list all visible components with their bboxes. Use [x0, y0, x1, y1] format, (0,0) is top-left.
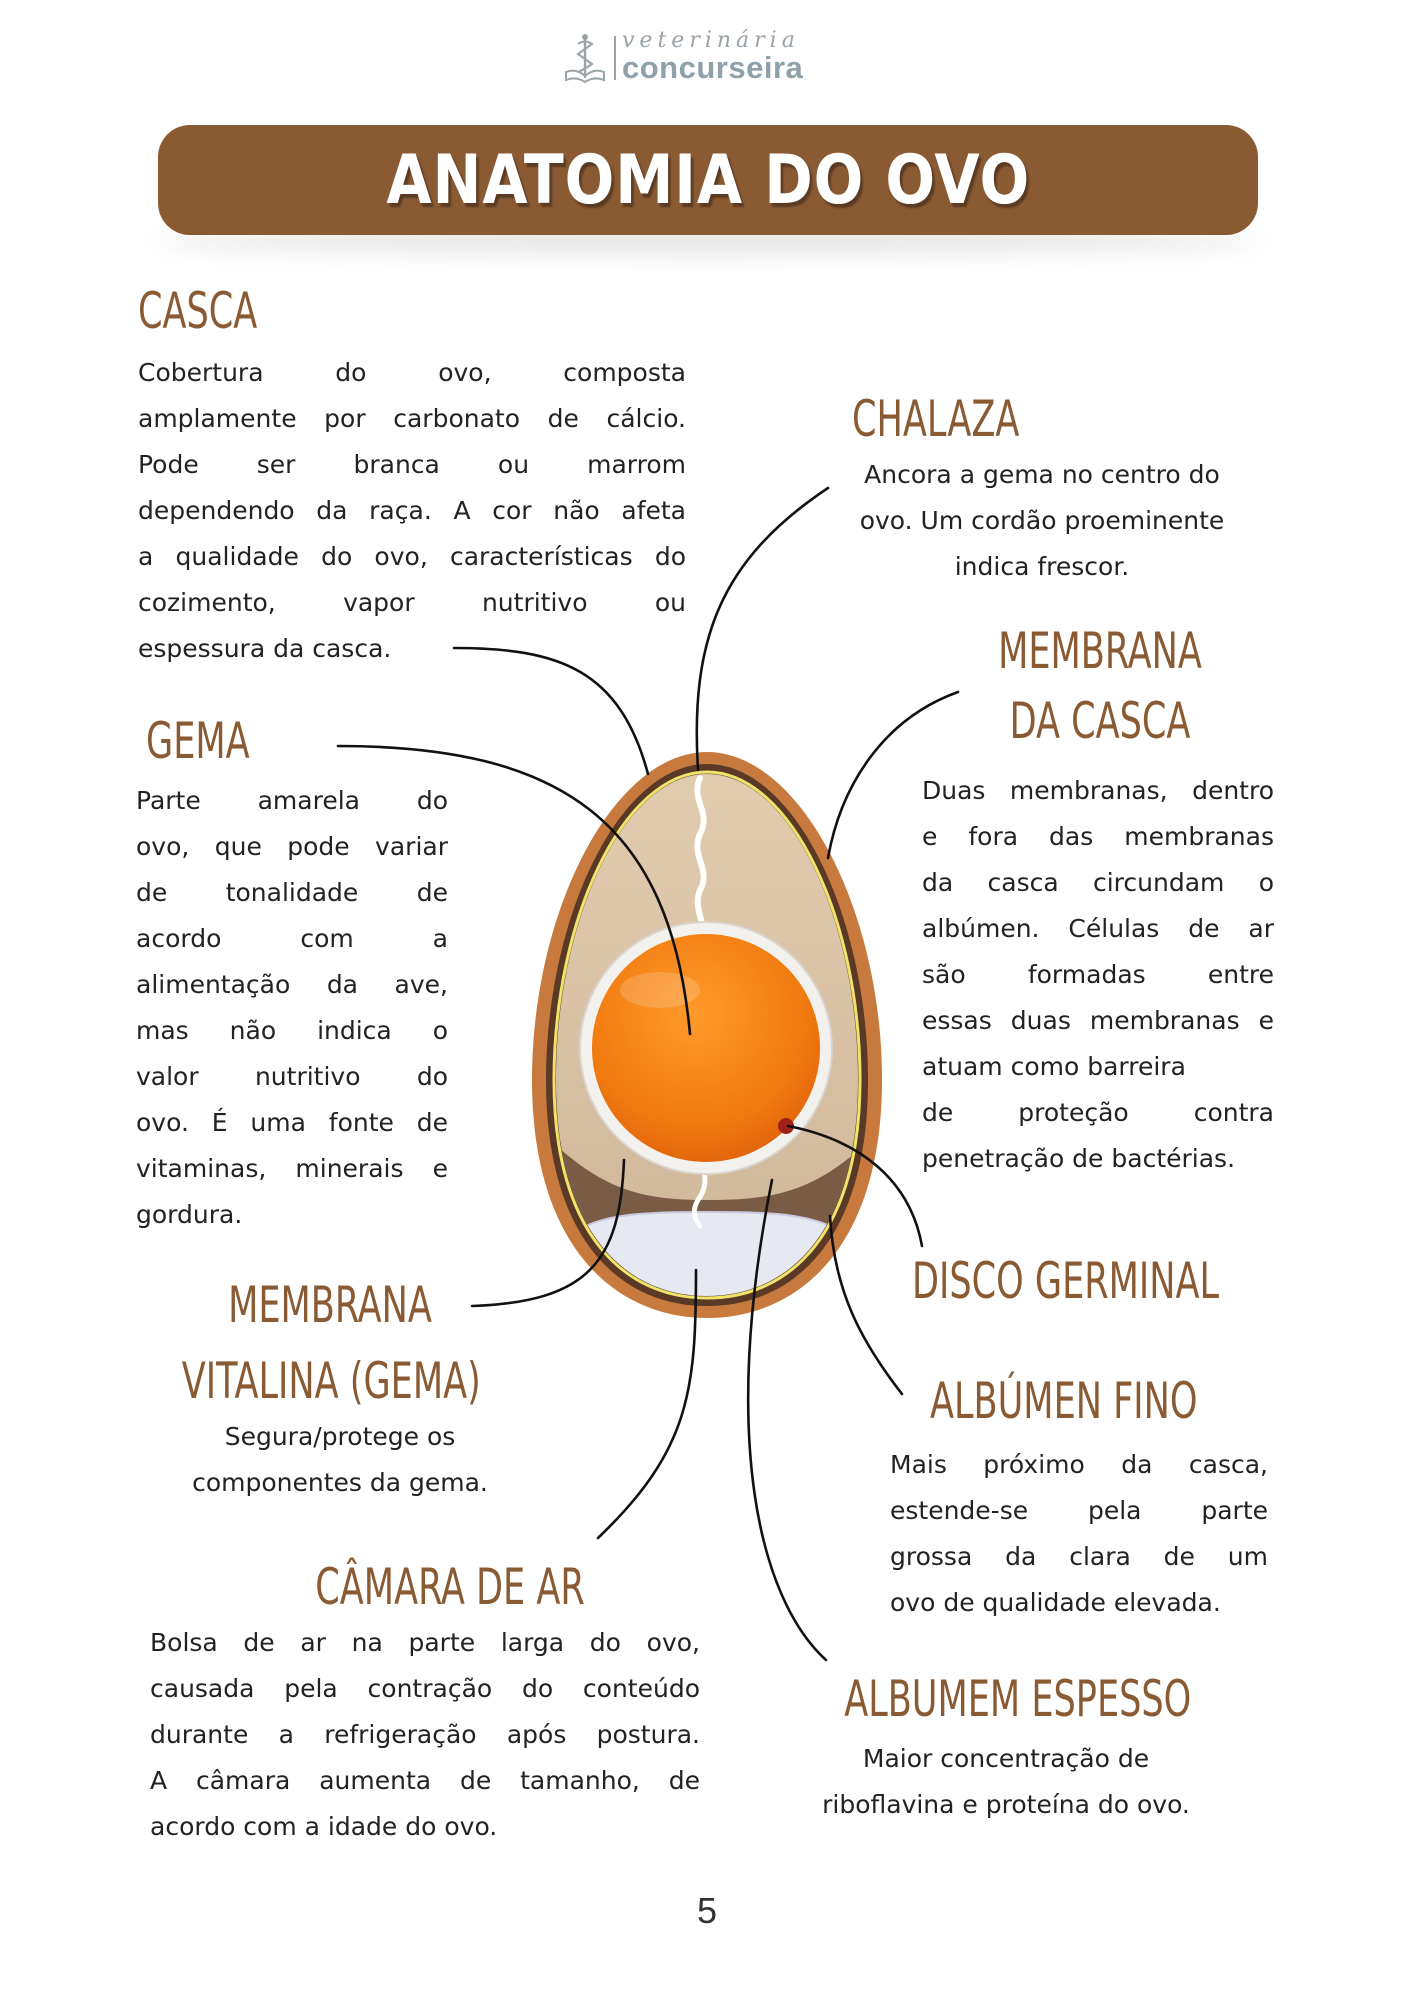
vet-caduceus-icon: [565, 34, 605, 84]
leader-albumem-espesso: [746, 1178, 828, 1662]
membrana-casca-line-6: essas duas membranas e: [922, 1006, 1274, 1035]
heading-gema: GEMA: [146, 712, 250, 770]
membrana-casca-line-1: Duas membranas, dentro: [922, 776, 1274, 805]
title-banner: ANATOMIA DO OVO: [158, 125, 1258, 235]
shell-membrane: [552, 770, 862, 1300]
leader-camara-ar: [596, 1268, 698, 1540]
gema-line-2: ovo, que pode variar: [136, 832, 448, 861]
albumen-fino-line-2: estende-se pela parte: [890, 1496, 1268, 1525]
heading-camara-ar: CÂMARA DE AR: [315, 1558, 585, 1616]
gema-line-6: mas não indica o: [136, 1016, 448, 1045]
text-chalaza: Ancora a gema no centro do ovo. Um cordã…: [842, 452, 1242, 590]
leader-lines: [336, 486, 960, 1662]
casca-line-4: dependendo da raça. A cor não afeta: [138, 496, 686, 525]
chalaza-line-2: ovo. Um cordão proeminente: [859, 506, 1225, 535]
gema-line-8: ovo. É uma fonte de: [136, 1108, 448, 1137]
text-membrana-casca: Duas membranas, dentro e fora das membra…: [922, 768, 1274, 1182]
germinal-disc: [778, 1118, 794, 1134]
camara-ar-line-2: causada pela contração do conteúdo: [150, 1674, 700, 1703]
brand-script: veterinária: [622, 28, 800, 53]
casca-line-6: cozimento, vapor nutritivo ou: [138, 588, 686, 617]
page-number: 5: [696, 1890, 718, 1931]
heading-casca: CASCA: [138, 282, 258, 340]
heading-vitalina-1: MEMBRANA: [228, 1276, 432, 1334]
brand-logo: veterinária concurseira: [558, 28, 858, 90]
casca-line-1: Cobertura do ovo, composta: [138, 358, 686, 387]
page-title: ANATOMIA DO OVO: [386, 140, 1030, 220]
gema-line-3: de tonalidade de: [136, 878, 448, 907]
membrana-casca-line-8: de proteção contra: [922, 1098, 1274, 1127]
leader-membrana-casca: [826, 690, 960, 860]
leader-gema: [336, 744, 692, 1036]
leader-albumen-fino: [828, 1214, 904, 1396]
text-casca: Cobertura do ovo, composta amplamente po…: [138, 350, 686, 672]
chalaza-line-1: Ancora a gema no centro do: [864, 460, 1220, 489]
heading-membrana-casca-2: DA CASCA: [1009, 692, 1191, 750]
casca-line-7: espessura da casca.: [138, 634, 392, 663]
membrana-casca-line-9: penetração de bactérias.: [922, 1144, 1236, 1173]
heading-disco-germinal: DISCO GERMINAL: [912, 1252, 1220, 1310]
vitalina-line-1: Segura/protege os: [224, 1422, 456, 1451]
text-gema: Parte amarela do ovo, que pode variar de…: [136, 778, 448, 1238]
leader-vitalina: [470, 1158, 626, 1308]
membrana-casca-line-5: são formadas entre: [922, 960, 1274, 989]
gema-line-5: alimentação da ave,: [136, 970, 448, 999]
brand-word: concurseira: [622, 50, 804, 85]
camara-ar-line-5: acordo com a idade do ovo.: [150, 1812, 498, 1841]
leader-disco-germinal: [786, 1124, 924, 1248]
leader-casca: [452, 646, 650, 776]
heading-albumem-espesso: ALBUMEM ESPESSO: [844, 1670, 1192, 1728]
text-camara-ar: Bolsa de ar na parte larga do ovo, causa…: [150, 1620, 700, 1850]
membrana-casca-line-4: albúmen. Células de ar: [922, 914, 1274, 943]
membrana-casca-line-7: atuam como barreira: [922, 1052, 1186, 1081]
yolk: [592, 934, 820, 1162]
casca-line-3: Pode ser branca ou marrom: [138, 450, 686, 479]
albumem-espesso-line-1: Maior concentração de: [862, 1744, 1150, 1773]
text-albumen-fino: Mais próximo da casca, estende-se pela p…: [890, 1442, 1268, 1626]
albumen-fino-line-3: grossa da clara de um: [890, 1542, 1268, 1571]
logo-separator: [614, 36, 616, 80]
heading-chalaza: CHALAZA: [852, 390, 1020, 448]
text-vitalina: Segura/protege os componentes da gema.: [150, 1414, 530, 1506]
gema-line-4: acordo com a: [136, 924, 448, 953]
heading-vitalina-2: VITALINA (GEMA): [181, 1352, 481, 1410]
heading-membrana-casca-1: MEMBRANA: [998, 622, 1202, 680]
casca-line-5: a qualidade do ovo, características do: [138, 542, 686, 571]
camara-ar-line-3: durante a refrigeração após postura.: [150, 1720, 700, 1749]
gema-line-10: gordura.: [136, 1200, 243, 1229]
albumen-fino-line-4: ovo de qualidade elevada.: [890, 1588, 1221, 1617]
gema-line-9: vitaminas, minerais e: [136, 1154, 448, 1183]
gema-line-7: valor nutritivo do: [136, 1062, 448, 1091]
membrana-casca-line-3: da casca circundam o: [922, 868, 1274, 897]
vitalina-line-2: componentes da gema.: [192, 1468, 488, 1497]
gema-line-1: Parte amarela do: [136, 786, 448, 815]
leader-chalaza: [695, 486, 830, 772]
camara-ar-line-1: Bolsa de ar na parte larga do ovo,: [150, 1628, 700, 1657]
membrana-casca-line-2: e fora das membranas: [922, 822, 1274, 851]
heading-albumen-fino: ALBÚMEN FINO: [930, 1372, 1198, 1430]
albumem-espesso-line-2: riboflavina e proteína do ovo.: [822, 1790, 1190, 1819]
text-albumem-espesso: Maior concentração de riboflavina e prot…: [786, 1736, 1226, 1828]
casca-line-2: amplamente por carbonato de cálcio.: [138, 404, 686, 433]
camara-ar-line-4: A câmara aumenta de tamanho, de: [150, 1766, 700, 1795]
chalaza-cord-top: [694, 775, 707, 947]
chalaza-line-3: indica frescor.: [954, 552, 1130, 581]
albumen-fino-line-1: Mais próximo da casca,: [890, 1450, 1268, 1479]
